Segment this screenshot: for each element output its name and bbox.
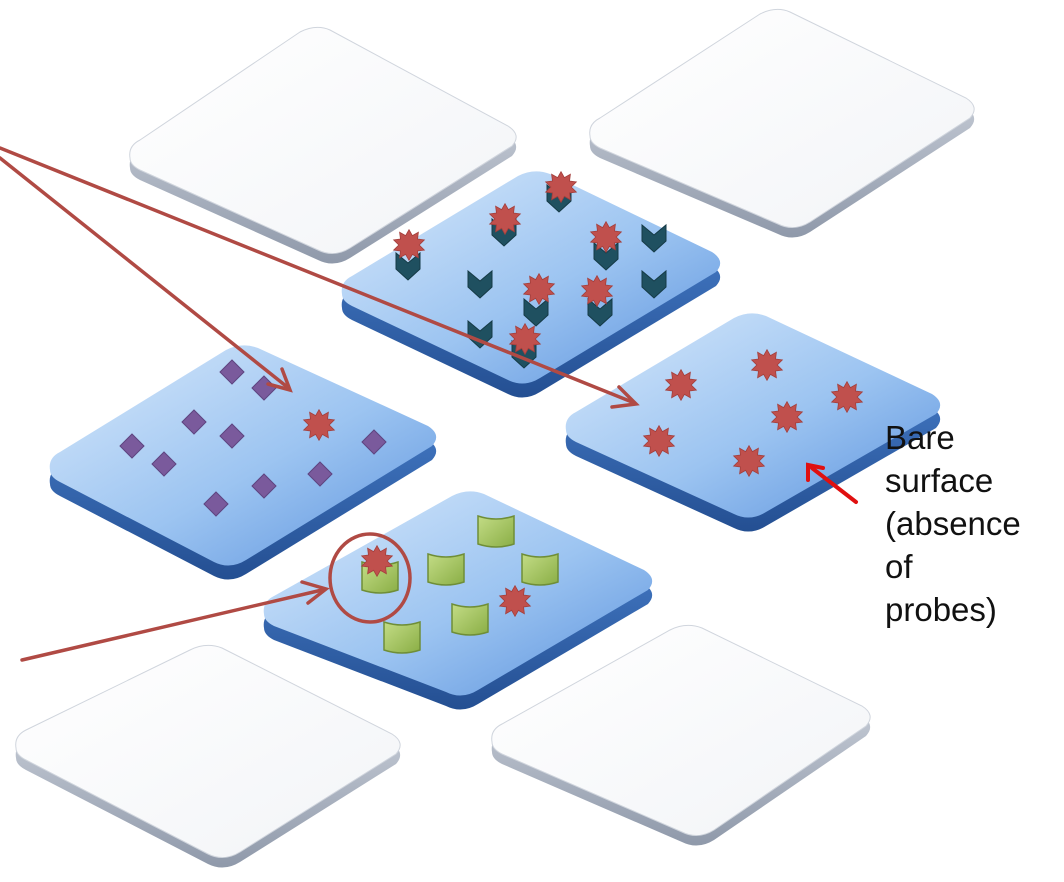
annotation-line: (absence [885, 505, 1021, 542]
annotation-line: probes) [885, 591, 997, 628]
red-label-arrow [806, 462, 858, 504]
arrow-to-diamond-tile [0, 156, 288, 388]
highlight-circle [328, 532, 412, 624]
empty-tile-top-left [129, 26, 517, 264]
spot-tile-right-bare-surface [565, 313, 941, 532]
green-curved-square-icon [521, 553, 559, 586]
empty-tile-bottom-left [15, 644, 401, 868]
spot-tile-left-diamond-probes [49, 345, 437, 580]
green-curved-square-icon [477, 515, 515, 548]
arrow-to-diamond-tile-head [266, 367, 293, 393]
empty-tile-bottom-right [491, 624, 871, 846]
green-curved-square-icon [427, 553, 465, 586]
arrow-to-circle [20, 588, 324, 662]
annotation-line: Bare [885, 419, 955, 456]
annotation-line: surface [885, 462, 994, 499]
green-curved-square-icon [383, 621, 421, 654]
pointer-arrows [0, 146, 640, 662]
green-curved-square-icon [451, 603, 489, 636]
arrow-to-bare-tile-head [610, 385, 640, 409]
empty-tile-top-right [589, 8, 975, 238]
arrow-to-circle-head [300, 580, 330, 605]
arrow-to-bare-tile [0, 146, 634, 404]
annotation-line: of [885, 548, 913, 585]
